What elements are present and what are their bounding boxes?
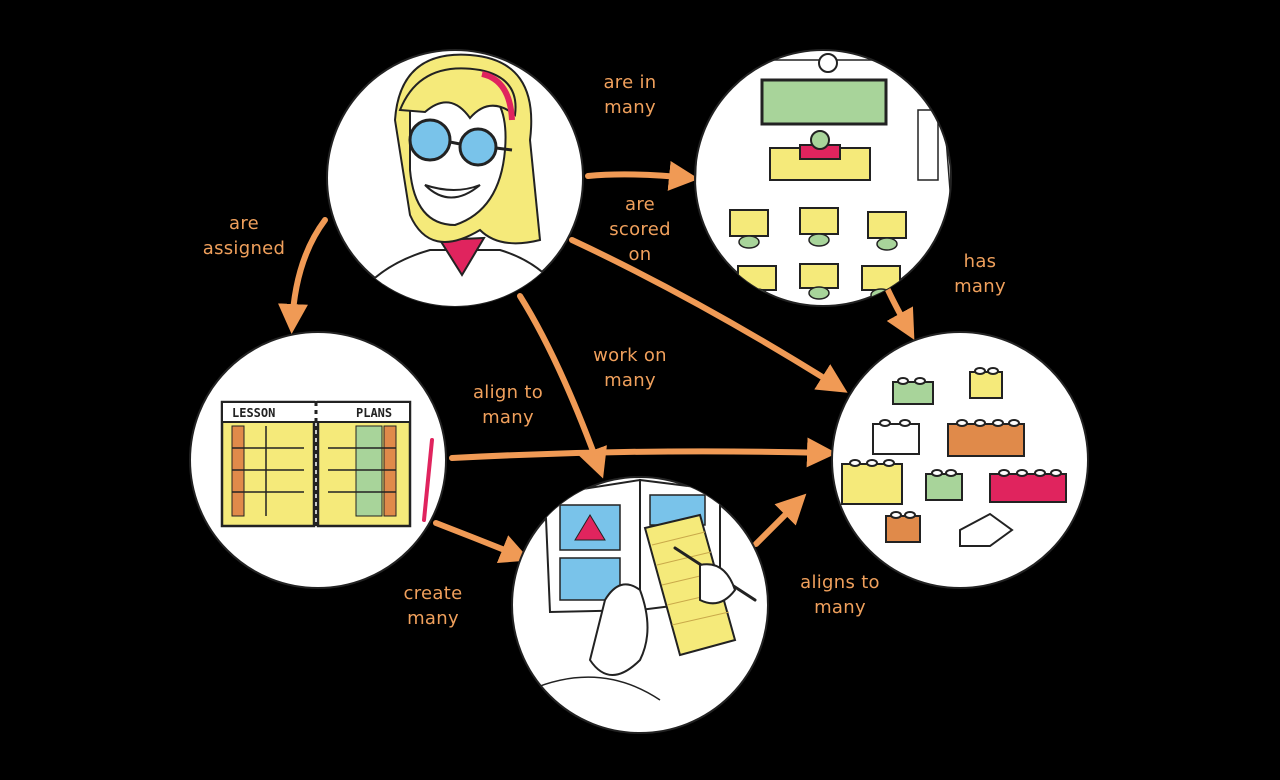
node-students bbox=[326, 49, 584, 307]
label-are-in-many: are in many bbox=[603, 72, 657, 118]
label-are-assigned: are assigned bbox=[202, 213, 286, 259]
label-has-many: has many bbox=[954, 251, 1006, 297]
edge-students-assignments bbox=[517, 293, 607, 479]
node-lesson-plans: LESSON PLANS bbox=[189, 331, 447, 589]
edge-students-classes bbox=[585, 160, 699, 191]
label-are-scored-on: are scored on bbox=[609, 194, 671, 265]
lesson-label: LESSON bbox=[232, 406, 275, 420]
node-standards bbox=[831, 331, 1089, 589]
label-align-to-many: align to many bbox=[472, 382, 544, 428]
edge-students-standards bbox=[569, 237, 848, 393]
edge-assignments-standards bbox=[753, 493, 807, 547]
classroom-icon bbox=[695, 53, 951, 306]
student-worksheet-icon bbox=[529, 478, 757, 701]
student-girl-icon bbox=[338, 53, 582, 306]
label-work-on-many: work on many bbox=[593, 345, 667, 391]
edge-lesson-plans-standards bbox=[449, 437, 837, 468]
edges bbox=[277, 160, 915, 564]
label-aligns-to-many: aligns to many bbox=[800, 572, 880, 618]
node-assignments bbox=[511, 476, 769, 734]
label-create-many: create many bbox=[403, 583, 463, 629]
node-classes bbox=[694, 49, 952, 307]
lesson-plan-notebook-icon: LESSON PLANS bbox=[220, 400, 434, 528]
building-blocks-icon bbox=[841, 367, 1067, 547]
plans-label: PLANS bbox=[356, 406, 392, 420]
edge-students-lesson-plans bbox=[277, 217, 328, 334]
edge-lesson-plans-assignments bbox=[433, 520, 531, 564]
edge-classes-standards bbox=[885, 287, 915, 340]
